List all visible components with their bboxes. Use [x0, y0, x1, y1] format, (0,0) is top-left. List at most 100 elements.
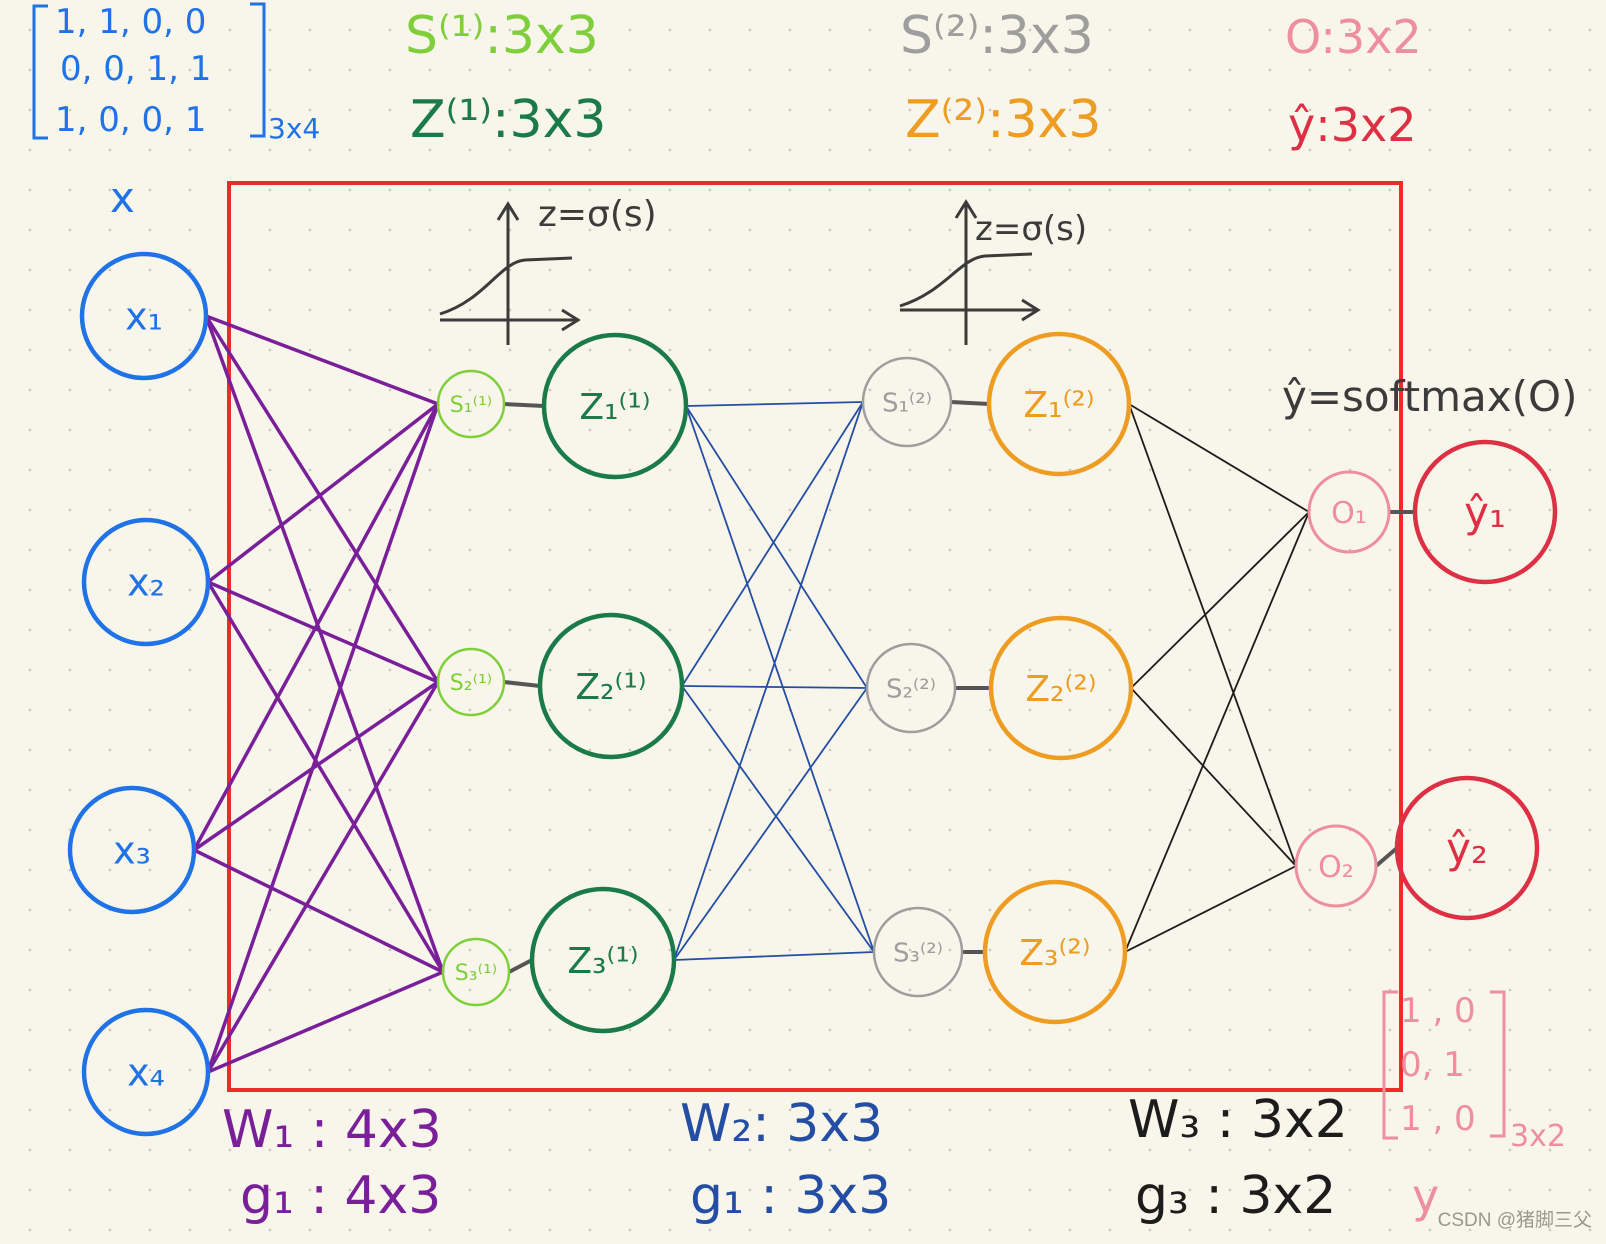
edges-w1-line-8 [193, 680, 439, 852]
inputs-node-4 [81, 1007, 211, 1137]
z1-node-label-3: Z₃⁽¹⁾ [567, 941, 638, 982]
z2-node-label-1: Z₁⁽²⁾ [1023, 385, 1094, 426]
edges-w2-line-4 [681, 401, 864, 687]
inputs-node-label-1: x₁ [125, 295, 163, 339]
edges-w1-line-10 [206, 403, 440, 1073]
x-label: x [110, 173, 135, 222]
y-label: y [1412, 1169, 1439, 1223]
edges-w3-line-6 [1124, 865, 1297, 953]
inputs-node-label-4: x₄ [127, 1051, 165, 1095]
x-matrix-size: 3x4 [268, 112, 320, 145]
x-matrix-row-1: 1, 1, 0, 0 [55, 2, 206, 42]
inputs-node-3 [67, 785, 197, 915]
edges-w2 [673, 401, 875, 961]
z2-node-3 [982, 879, 1128, 1025]
edges-node-links [503, 400, 1415, 974]
inputs-node-2 [81, 517, 211, 647]
y-matrix [1382, 990, 1506, 1140]
softmax-formula: ŷ=softmax(O) [1282, 372, 1578, 421]
dim-g1: g₁ : 4x3 [240, 1166, 442, 1226]
edges-w1-line-12 [207, 970, 444, 1074]
yhat-node-label-2: ŷ₂ [1446, 824, 1488, 873]
edges-w1-line-7 [192, 403, 440, 851]
hidden-layer-1-s: S₁⁽¹⁾ S₂⁽¹⁾ S₃⁽¹⁾ [436, 369, 511, 1007]
yhat-node-label-1: ŷ₁ [1464, 488, 1506, 537]
hidden-layer-2-z: Z₁⁽²⁾ Z₂⁽²⁾ Z₃⁽²⁾ [982, 331, 1134, 1025]
edges-w2-line-3 [685, 405, 875, 953]
dim-g2: g₁ : 3x3 [690, 1166, 892, 1226]
s1-node-label-2: S₂⁽¹⁾ [450, 671, 492, 696]
inputs-node-1 [79, 251, 209, 381]
edges-w3-line-1 [1128, 403, 1310, 513]
o-node-label-1: O₁ [1331, 496, 1367, 531]
yhat-node-2 [1394, 775, 1540, 921]
edges-w1-line-5 [207, 580, 439, 684]
activation-label-1: z=σ(s) [538, 194, 657, 235]
z1-node-label-1: Z₁⁽¹⁾ [579, 387, 650, 428]
z1-node-2 [537, 612, 685, 760]
s2-z2-link-1 [950, 400, 990, 406]
inputs-node-label-2: x₂ [127, 561, 165, 605]
x-matrix-row-3: 1, 0, 0, 1 [55, 100, 206, 140]
s2-node-3 [872, 906, 964, 998]
inputs-node-label-3: x₃ [113, 829, 151, 873]
z1-node-3 [529, 886, 677, 1034]
edges-w3-line-4 [1130, 687, 1297, 867]
s1-node-1 [436, 369, 506, 439]
activation-label-2: z=σ(s) [975, 209, 1087, 249]
edges-w1-line-6 [206, 581, 445, 973]
s1-node-label-1: S₁⁽¹⁾ [450, 393, 492, 418]
y-matrix-size: 3x2 [1510, 1119, 1566, 1154]
s1-node-2 [436, 647, 506, 717]
yhat-node-1 [1412, 439, 1558, 585]
o-node-2 [1294, 824, 1378, 908]
s1-z1-link-2 [503, 680, 541, 688]
dim-z1: Z⁽¹⁾:3x3 [410, 90, 607, 150]
z2-node-1 [986, 331, 1132, 477]
s1-z1-link-1 [503, 402, 545, 408]
dim-z2: Z⁽²⁾:3x3 [905, 90, 1102, 150]
z2-node-2 [988, 615, 1134, 761]
s1-node-label-3: S₃⁽¹⁾ [455, 961, 497, 986]
activation-plot-1 [439, 201, 581, 345]
output-layer-yhat: ŷ₁ ŷ₂ [1394, 439, 1558, 921]
edges-w1-line-2 [204, 315, 440, 683]
edges-w2-line-9 [673, 951, 875, 961]
input-layer: x₁ x₂ x₃ x₄ [67, 251, 211, 1137]
edges-w1-line-9 [193, 848, 444, 974]
dim-w2: W₂: 3x3 [680, 1094, 884, 1154]
s1-z1-link-3 [508, 958, 533, 974]
edges-w1-line-3 [204, 315, 445, 973]
edges-w2-line-1 [685, 401, 864, 407]
dim-o: O:3x2 [1285, 10, 1422, 64]
s2-node-1 [861, 356, 953, 448]
edges-w1-line-11 [206, 681, 440, 1073]
edges-w1-line-1 [205, 314, 439, 406]
edges-w3-line-3 [1130, 511, 1310, 689]
edges-w3-line-5 [1124, 511, 1310, 953]
z1-node-1 [541, 332, 689, 480]
z2-node-label-2: Z₂⁽²⁾ [1025, 669, 1096, 710]
z2-node-label-3: Z₃⁽²⁾ [1019, 933, 1090, 974]
dim-w1: W₁ : 4x3 [222, 1100, 442, 1160]
edges-w2-line-7 [673, 401, 864, 961]
dim-w3: W₃ : 3x2 [1128, 1090, 1348, 1150]
y-matrix-row-2: 0, 1 [1400, 1045, 1465, 1085]
s2-node-label-1: S₁⁽²⁾ [882, 388, 932, 418]
o-node-label-2: O₂ [1318, 850, 1354, 885]
edges-w2-line-6 [681, 685, 875, 953]
dim-s1: S⁽¹⁾:3x3 [405, 6, 599, 66]
dim-yhat: ŷ:3x2 [1288, 98, 1417, 152]
s2-node-label-3: S₃⁽²⁾ [893, 938, 943, 968]
edges-w3 [1124, 403, 1310, 953]
watermark: CSDN @猪脚三父 [1437, 1210, 1592, 1231]
x-matrix [32, 2, 266, 140]
hidden-layer-2-s: S₁⁽²⁾S₂⁽²⁾S₃⁽²⁾ [861, 356, 964, 998]
y-matrix-row-3: 1 , 0 [1400, 1099, 1476, 1139]
edges-w1-line-4 [206, 402, 440, 584]
o-yhat-link-2 [1374, 846, 1399, 868]
y-matrix-row-1: 1 , 0 [1400, 991, 1476, 1031]
edges-w2-line-2 [685, 405, 868, 689]
z1-node-label-2: Z₂⁽¹⁾ [575, 667, 646, 708]
edges-w2-line-8 [673, 687, 868, 961]
